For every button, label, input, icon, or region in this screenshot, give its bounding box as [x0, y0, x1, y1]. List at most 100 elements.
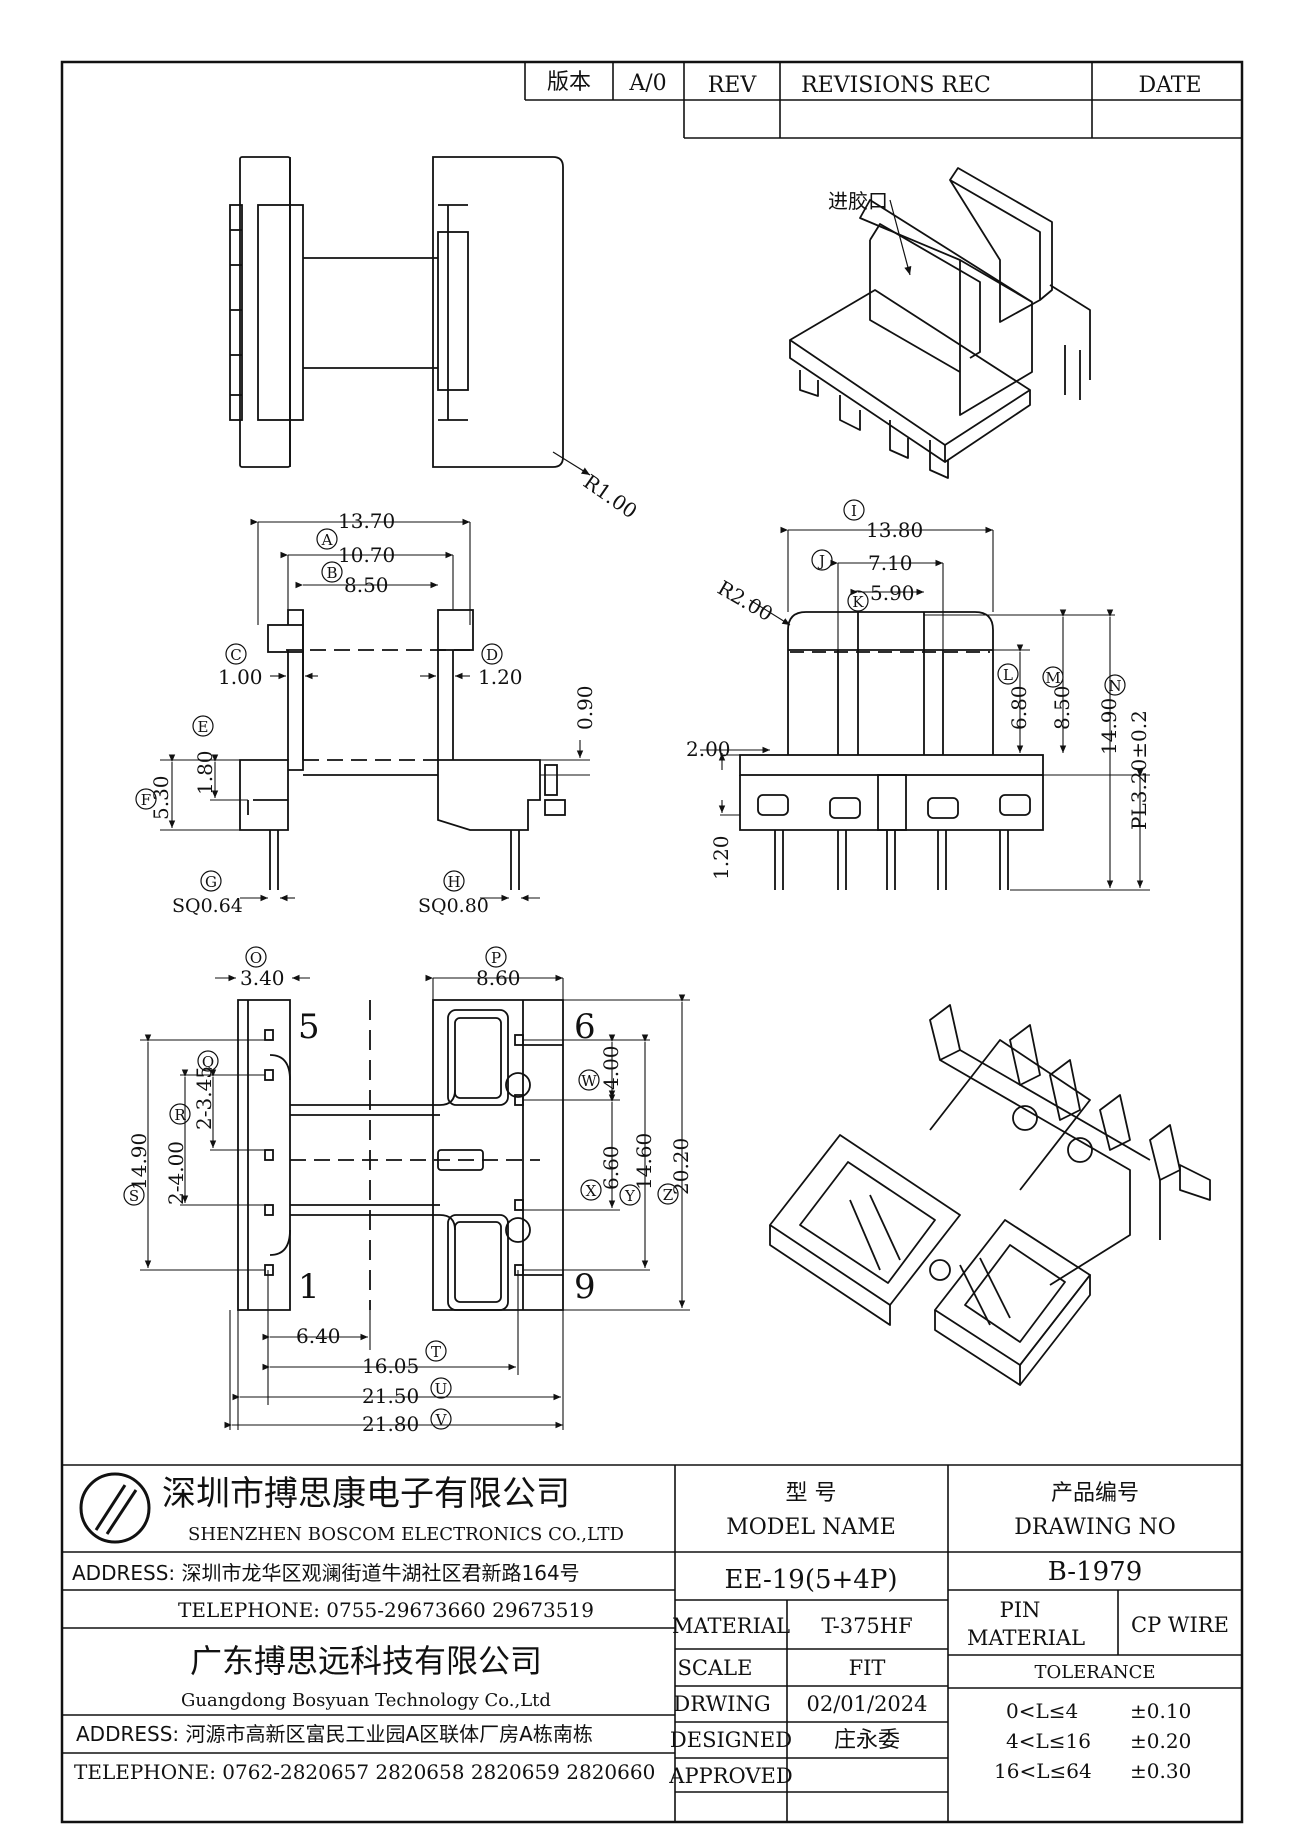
dim-sq0-80: SQ0.80 [418, 895, 489, 917]
svg-text:S: S [129, 1187, 139, 1205]
material-value: T-375HF [821, 1614, 912, 1638]
svg-text:G: G [205, 873, 217, 891]
svg-text:F: F [141, 791, 151, 809]
svg-text:M: M [1045, 669, 1060, 687]
svg-text:A: A [321, 531, 333, 549]
dim-8-60: 8.60 [476, 966, 521, 990]
edition-label: 版本 [547, 70, 591, 95]
bubble-X: X [580, 1179, 602, 1201]
bubble-Y: Y [619, 1184, 641, 1206]
top-view [229, 156, 591, 476]
dim-8-50: 8.50 [344, 573, 389, 597]
pin-number-1: 1 [298, 1267, 320, 1307]
dim-6-80: 6.80 [1007, 685, 1031, 730]
dim-5-30: 5.30 [149, 775, 173, 820]
designed-value: 庄永委 [834, 1728, 900, 1753]
svg-text:L: L [1003, 666, 1013, 684]
dim-1-80: 1.80 [193, 750, 217, 795]
iso-view-bottom [769, 1004, 1211, 1386]
pin-material-value: CP WIRE [1131, 1613, 1229, 1637]
svg-text:J: J [817, 552, 825, 570]
pin-material-label: MATERIAL [967, 1626, 1085, 1650]
dim-3-40: 3.40 [240, 966, 285, 990]
bubble-T: T [425, 1340, 447, 1362]
svg-text:U: U [435, 1380, 448, 1398]
tol-value-3: ±0.30 [1130, 1759, 1191, 1783]
bubble-A: A [316, 528, 338, 550]
pin-label: PIN [1000, 1598, 1041, 1622]
bubble-I: I [843, 499, 865, 521]
bottom-view-dims [140, 974, 690, 1430]
bubble-H: H [443, 870, 465, 892]
bubble-S: S [123, 1184, 145, 1206]
address-2: ADDRESS: 河源市高新区富民工业园A区联体厂房A栋南栋 [76, 1722, 593, 1746]
svg-text:W: W [581, 1072, 597, 1090]
drwing-value: 02/01/2024 [806, 1692, 927, 1716]
scale-label: SCALE [678, 1656, 753, 1680]
svg-text:Y: Y [624, 1187, 636, 1205]
company-logo [79, 1472, 151, 1544]
sheet-border [60, 60, 1244, 1824]
dim-7-10: 7.10 [868, 551, 913, 575]
model-label-en: MODEL NAME [726, 1515, 896, 1540]
gate-label: 进胶口 [828, 189, 888, 213]
callout-bubbles: A B C D E F G H I J K L M N O P Q R S T … [123, 499, 1126, 1430]
bubble-D: D [481, 643, 503, 665]
bubble-F: F [135, 788, 157, 810]
dim-1-20: 1.20 [478, 665, 523, 689]
dim-5-90: 5.90 [870, 581, 915, 605]
company-name-cn: 深圳市搏思康电子有限公司 [162, 1474, 570, 1514]
date-header: DATE [1138, 73, 1201, 98]
bubble-J: J [811, 549, 833, 571]
dim-14-90b: 14.90 [127, 1133, 151, 1190]
bottom-view [237, 999, 564, 1311]
scale-value: FIT [849, 1656, 886, 1680]
bubble-P: P [485, 946, 507, 968]
svg-text:H: H [447, 873, 460, 891]
svg-text:O: O [250, 949, 262, 967]
tol-range-2: 4<L≤16 [1006, 1729, 1091, 1753]
bubble-U: U [430, 1377, 452, 1399]
pin-number-9: 9 [574, 1267, 596, 1307]
dim-6-60: 6.60 [599, 1145, 623, 1190]
pin-number-5: 5 [298, 1007, 320, 1047]
drawing-value: B-1979 [1048, 1557, 1143, 1587]
svg-text:Z: Z [663, 1186, 673, 1204]
svg-text:D: D [486, 646, 498, 664]
pl-callout: PL3.20±0.2 [1127, 710, 1151, 830]
svg-text:K: K [852, 593, 864, 611]
address-1: ADDRESS: 深圳市龙华区观澜街道牛湖社区君新路164号 [72, 1561, 580, 1585]
bubble-K: K [847, 590, 869, 612]
bubble-Q: Q [197, 1050, 219, 1072]
company-name-en: SHENZHEN BOSCOM ELECTRONICS CO.,LTD [188, 1524, 624, 1545]
designed-label: DESIGNED [670, 1728, 792, 1752]
side-view-dims [700, 526, 1150, 891]
side-view [739, 611, 1044, 890]
svg-text:E: E [198, 718, 209, 736]
tol-value-2: ±0.20 [1130, 1729, 1191, 1753]
bubble-G: G [200, 870, 222, 892]
bubble-M: M [1042, 666, 1064, 688]
title-block [62, 1464, 1242, 1822]
dim-14-60: 14.60 [632, 1133, 656, 1190]
revision-block [524, 62, 1242, 139]
rev-header: REV [708, 73, 758, 98]
dim-16-05: 16.05 [362, 1354, 419, 1378]
bubble-N: N [1104, 674, 1126, 696]
model-label-cn: 型 号 [786, 1481, 837, 1506]
dim-10-70: 10.70 [338, 543, 395, 567]
dim-0-90: 0.90 [573, 685, 597, 730]
tol-range-1: 0<L≤4 [1006, 1699, 1078, 1723]
svg-text:N: N [1108, 677, 1121, 695]
svg-text:X: X [586, 1182, 597, 1200]
iso-view-top [789, 167, 1091, 479]
dim-21-50: 21.50 [362, 1384, 419, 1408]
model-value: EE-19(5+4P) [725, 1565, 898, 1595]
dim-sq0-64: SQ0.64 [172, 895, 243, 917]
dim-8-50b: 8.50 [1050, 685, 1074, 730]
bubble-E: E [192, 715, 214, 737]
dim-21-80: 21.80 [362, 1412, 419, 1436]
svg-text:Q: Q [202, 1053, 214, 1071]
front-view [239, 609, 566, 890]
